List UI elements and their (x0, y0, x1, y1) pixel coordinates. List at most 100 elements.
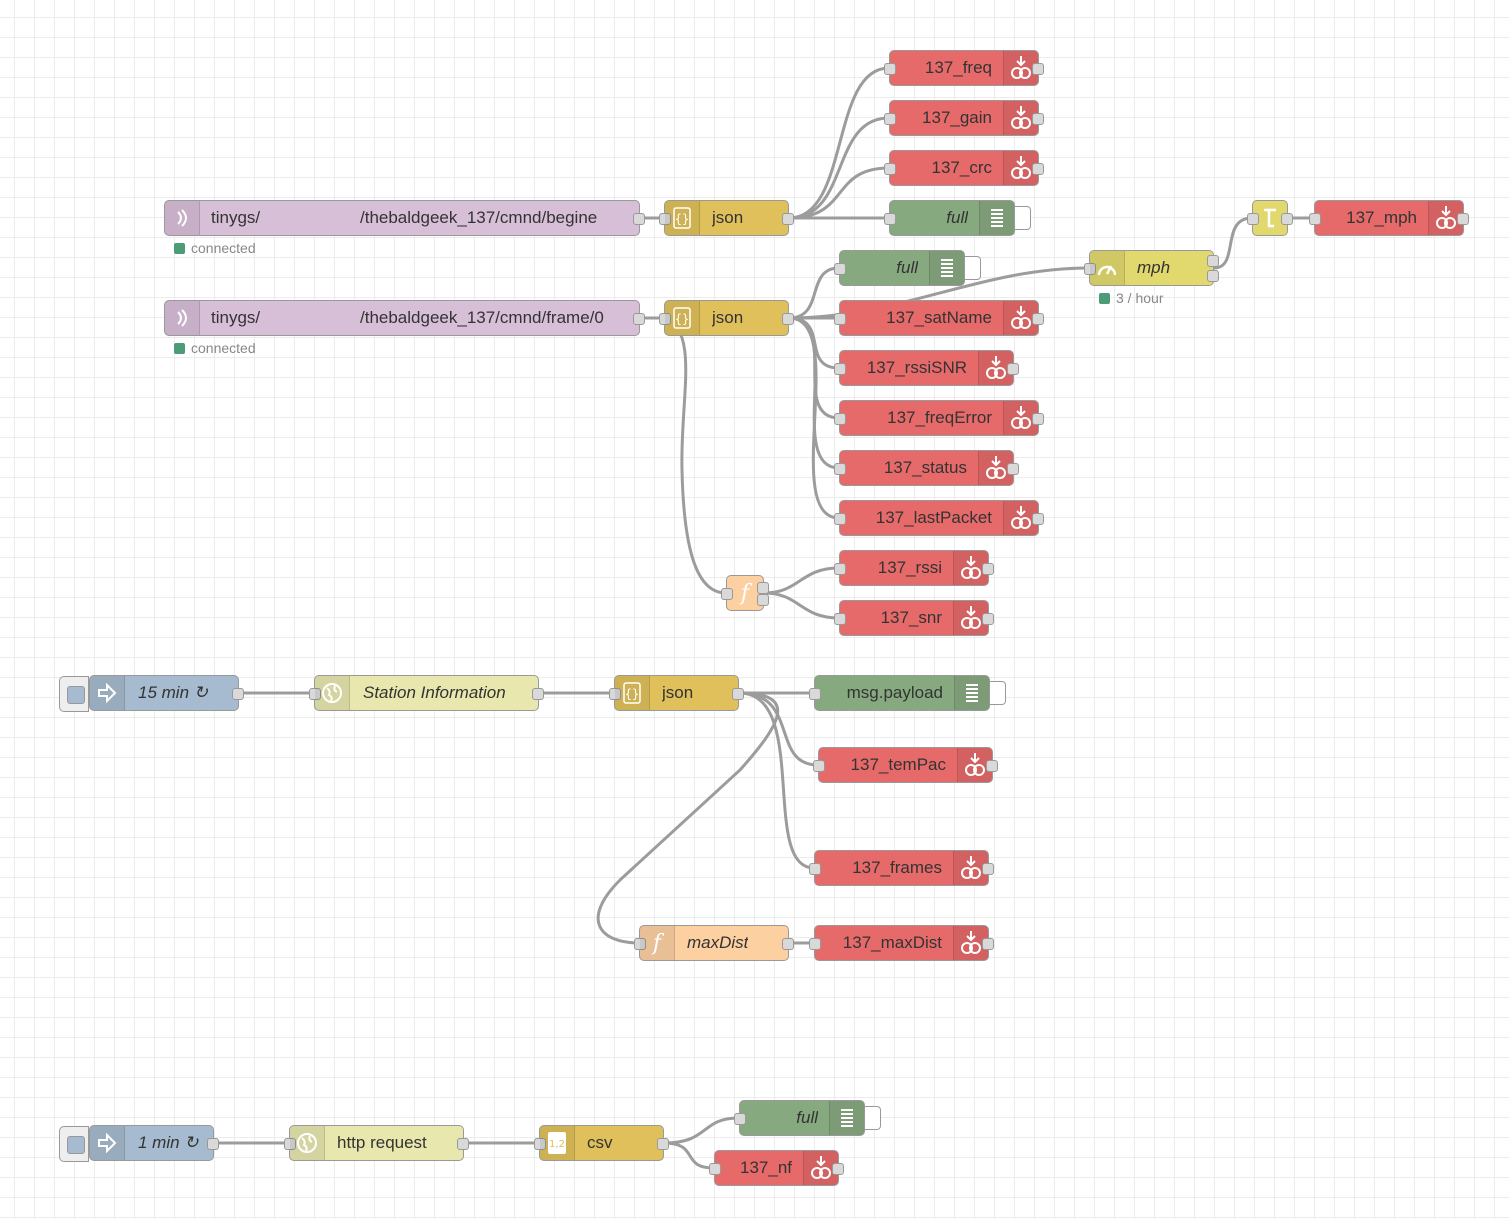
input-port[interactable] (534, 1138, 546, 1150)
debug-toggle-button[interactable] (965, 256, 981, 280)
output-port[interactable] (633, 313, 645, 325)
output-port[interactable] (1207, 270, 1219, 282)
output-port[interactable] (1281, 213, 1293, 225)
debug-node-full-csv[interactable]: full (734, 1100, 881, 1136)
mqtt-in-node-frame[interactable]: tinygs/ /thebaldgeek_137/cmnd/frame/0 (164, 300, 645, 336)
rate-node-mph[interactable]: mph (1084, 250, 1219, 286)
input-port[interactable] (834, 463, 846, 475)
input-port[interactable] (659, 313, 671, 325)
http-request-station-info[interactable]: Station Information (309, 675, 544, 711)
switch-node[interactable] (1247, 200, 1293, 236)
influx-out-137-freq[interactable]: 137_freq (884, 50, 1044, 86)
debug-toggle-button[interactable] (990, 681, 1006, 705)
input-port[interactable] (309, 688, 321, 700)
input-port[interactable] (834, 563, 846, 575)
output-port[interactable] (532, 688, 544, 700)
csv-node[interactable]: 1,2 csv (534, 1125, 669, 1161)
mqtt-wave-icon (165, 301, 200, 335)
output-port[interactable] (1032, 413, 1044, 425)
influx-out-137-freqError[interactable]: 137_freqError (834, 400, 1044, 436)
output-port[interactable] (1032, 313, 1044, 325)
influx-out-137-mph[interactable]: 137_mph (1309, 200, 1469, 236)
output-port[interactable] (832, 1163, 844, 1175)
debug-node-full-begine[interactable]: full (884, 200, 1031, 236)
output-port[interactable] (782, 213, 794, 225)
influx-out-137-crc[interactable]: 137_crc (884, 150, 1044, 186)
input-port[interactable] (809, 938, 821, 950)
input-port[interactable] (884, 213, 896, 225)
input-port[interactable] (721, 588, 733, 600)
influx-out-137-nf[interactable]: 137_nf (709, 1150, 844, 1186)
input-port[interactable] (884, 113, 896, 125)
mqtt-in-node-begine[interactable]: tinygs/ /thebaldgeek_137/cmnd/begine (164, 200, 645, 236)
input-port[interactable] (609, 688, 621, 700)
input-port[interactable] (884, 163, 896, 175)
output-port[interactable] (1007, 463, 1019, 475)
input-port[interactable] (834, 513, 846, 525)
output-port[interactable] (1207, 255, 1219, 267)
influx-out-137-snr[interactable]: 137_snr (834, 600, 994, 636)
json-node-begine[interactable]: {} json (659, 200, 794, 236)
output-port[interactable] (232, 688, 244, 700)
debug-node-msg-payload[interactable]: msg.payload (809, 675, 1006, 711)
influx-out-137-temPac[interactable]: 137_temPac (813, 747, 998, 783)
json-node-frame[interactable]: {} json (659, 300, 794, 336)
influx-out-137-satName[interactable]: 137_satName (834, 300, 1044, 336)
input-port[interactable] (809, 688, 821, 700)
function-node-maxdist[interactable]: f maxDist (634, 925, 794, 961)
input-port[interactable] (834, 313, 846, 325)
input-port[interactable] (1309, 213, 1321, 225)
output-port[interactable] (1032, 113, 1044, 125)
output-port[interactable] (982, 938, 994, 950)
input-port[interactable] (884, 63, 896, 75)
output-port[interactable] (207, 1138, 219, 1150)
output-port[interactable] (457, 1138, 469, 1150)
output-port[interactable] (1032, 63, 1044, 75)
input-port[interactable] (709, 1163, 721, 1175)
influx-out-137-gain[interactable]: 137_gain (884, 100, 1044, 136)
output-port[interactable] (982, 563, 994, 575)
influx-out-137-rssiSNR[interactable]: 137_rssiSNR (834, 350, 1019, 386)
function-node-rssi-snr[interactable]: f (721, 575, 769, 611)
debug-toggle-button[interactable] (865, 1106, 881, 1130)
input-port[interactable] (834, 613, 846, 625)
output-port[interactable] (982, 863, 994, 875)
output-port[interactable] (757, 582, 769, 594)
input-port[interactable] (284, 1138, 296, 1150)
output-port[interactable] (782, 313, 794, 325)
json-node-station[interactable]: {} json (609, 675, 744, 711)
input-port[interactable] (634, 938, 646, 950)
output-port[interactable] (633, 213, 645, 225)
output-port[interactable] (657, 1138, 669, 1150)
influx-out-137-frames[interactable]: 137_frames (809, 850, 994, 886)
inject-node-1min[interactable]: 1 min ↻ (59, 1125, 219, 1162)
input-port[interactable] (1084, 263, 1096, 275)
influx-out-137-rssi[interactable]: 137_rssi (834, 550, 994, 586)
output-port[interactable] (982, 613, 994, 625)
output-port[interactable] (1032, 163, 1044, 175)
http-request-node[interactable]: http request (284, 1125, 469, 1161)
inject-button[interactable] (59, 1126, 89, 1162)
influx-out-137-maxDist[interactable]: 137_maxDist (809, 925, 994, 961)
influx-out-137-lastPacket[interactable]: 137_lastPacket (834, 500, 1044, 536)
output-port[interactable] (1032, 513, 1044, 525)
debug-node-full-frame[interactable]: full (834, 250, 981, 286)
output-port[interactable] (986, 760, 998, 772)
output-port[interactable] (1457, 213, 1469, 225)
input-port[interactable] (834, 413, 846, 425)
input-port[interactable] (834, 363, 846, 375)
inject-node-15min[interactable]: 15 min ↻ (59, 675, 244, 712)
input-port[interactable] (734, 1113, 746, 1125)
output-port[interactable] (782, 938, 794, 950)
output-port[interactable] (1007, 363, 1019, 375)
input-port[interactable] (1247, 213, 1259, 225)
output-port[interactable] (757, 594, 769, 606)
inject-button[interactable] (59, 676, 89, 712)
input-port[interactable] (834, 263, 846, 275)
output-port[interactable] (732, 688, 744, 700)
input-port[interactable] (659, 213, 671, 225)
debug-toggle-button[interactable] (1015, 206, 1031, 230)
input-port[interactable] (809, 863, 821, 875)
input-port[interactable] (813, 760, 825, 772)
influx-out-137-status[interactable]: 137_status (834, 450, 1019, 486)
